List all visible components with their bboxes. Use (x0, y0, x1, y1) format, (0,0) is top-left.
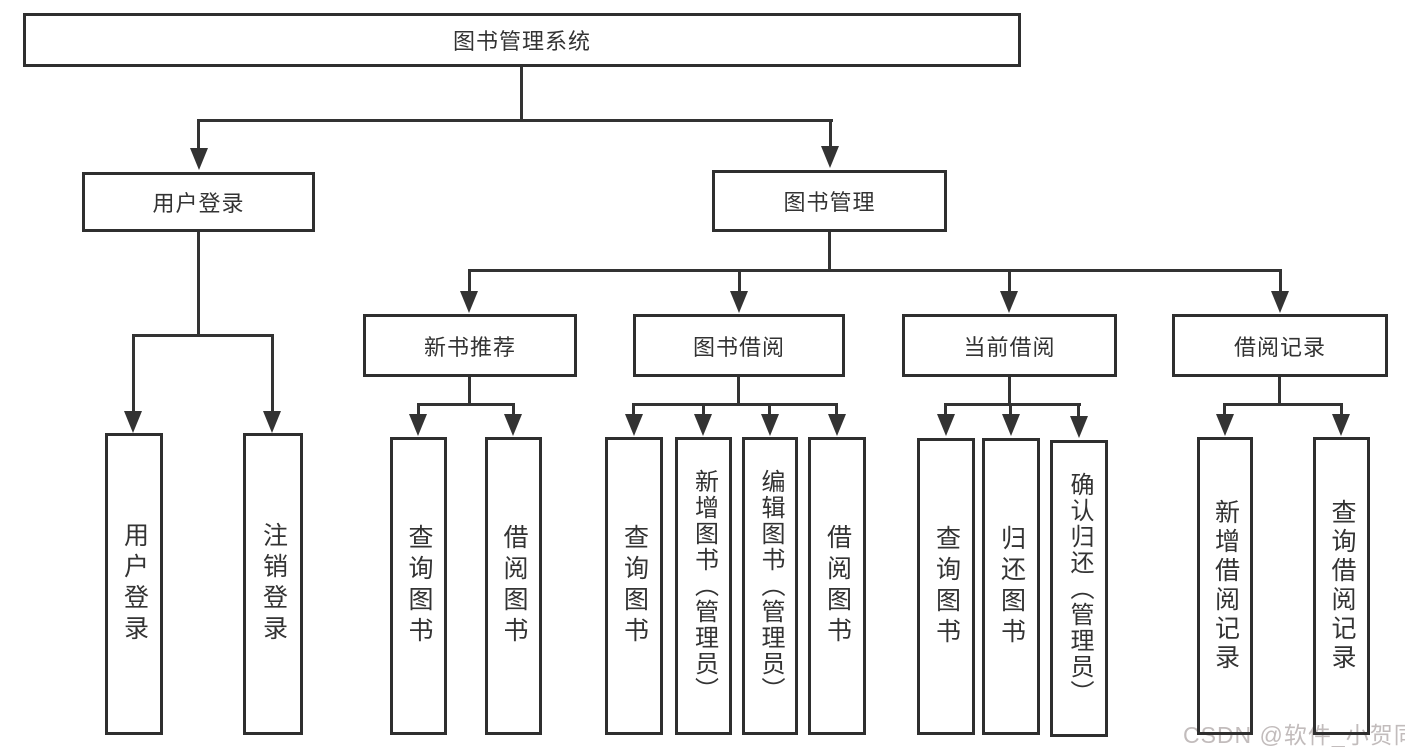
connector-borrow-records-branch (1223, 403, 1343, 406)
arrow-down-icon (730, 291, 748, 313)
leaf-query-books: 查询图书 (390, 437, 447, 735)
arrow-down-icon (821, 146, 839, 168)
arrow-down-icon (1216, 414, 1234, 436)
connector-drop-user-login (197, 119, 200, 151)
arrow-down-icon (1000, 291, 1018, 313)
leaf-query-borrow-record: 查询借阅记录 (1313, 437, 1370, 735)
leaf-add-books-admin: 新增图书（管理员） (675, 437, 732, 735)
connector-user-login-stem (197, 232, 200, 336)
leaf-query-books: 查询图书 (917, 438, 975, 735)
connector-drop-new-book (468, 269, 471, 293)
arrow-down-icon (937, 414, 955, 436)
connector-borrow-records-stem (1278, 377, 1281, 406)
arrow-down-icon (124, 411, 142, 433)
arrow-down-icon (1070, 416, 1088, 438)
connector-drop-book-borrow (738, 269, 741, 293)
connector-current-borrow-stem (1008, 377, 1011, 406)
connector-drop (417, 403, 420, 416)
connector-drop-current-borrow (1008, 269, 1011, 293)
connector-drop (835, 403, 838, 416)
leaf-borrow-books: 借阅图书 (485, 437, 542, 735)
connector-book-borrow-stem (737, 377, 740, 406)
csdn-watermark: CSDN @软件_小贺同学 (1183, 722, 1405, 747)
connector-root-stem (520, 67, 523, 121)
connector-book-borrow-branch (632, 403, 838, 406)
connector-new-book-stem (468, 377, 471, 406)
arrow-down-icon (460, 291, 478, 313)
connector-drop (944, 403, 947, 416)
node-current-borrowing: 当前借阅 (902, 314, 1117, 377)
connector-drop (1223, 403, 1226, 416)
node-borrowing-records: 借阅记录 (1172, 314, 1388, 377)
connector-drop (768, 403, 771, 416)
connector-drop (1340, 403, 1343, 416)
arrow-down-icon (625, 414, 643, 436)
arrow-down-icon (504, 414, 522, 436)
leaf-query-books: 查询图书 (605, 437, 663, 735)
arrow-down-icon (409, 414, 427, 436)
node-book-borrowing: 图书借阅 (633, 314, 845, 377)
leaf-confirm-return-admin: 确认归还（管理员） (1050, 440, 1108, 737)
arrow-down-icon (761, 414, 779, 436)
connector-user-login-branch (132, 334, 274, 337)
arrow-down-icon (190, 148, 208, 170)
leaf-borrow-books: 借阅图书 (808, 437, 866, 735)
connector-drop-borrow-records (1279, 269, 1282, 293)
connector-drop (632, 403, 635, 416)
leaf-add-borrow-record: 新增借阅记录 (1197, 437, 1253, 735)
connector-book-mgmt-branch (468, 269, 1282, 272)
connector-root-branch (197, 119, 833, 122)
connector-drop (702, 403, 705, 416)
leaf-user-login: 用户登录 (105, 433, 163, 735)
arrow-down-icon (1271, 291, 1289, 313)
connector-current-borrow-branch (944, 403, 1081, 406)
connector-drop-leaf-logout (271, 334, 274, 414)
connector-drop (1077, 403, 1080, 417)
leaf-edit-books-admin: 编辑图书（管理员） (742, 437, 798, 735)
arrow-down-icon (694, 414, 712, 436)
connector-drop (512, 403, 515, 416)
node-user-login: 用户登录 (82, 172, 315, 232)
connector-book-mgmt-stem (828, 232, 831, 272)
arrow-down-icon (828, 414, 846, 436)
node-book-management: 图书管理 (712, 170, 947, 232)
connector-drop-book-mgmt (829, 119, 832, 149)
node-new-book-recommend: 新书推荐 (363, 314, 577, 377)
leaf-logout: 注销登录 (243, 433, 303, 735)
arrow-down-icon (263, 411, 281, 433)
connector-drop-leaf-login (132, 334, 135, 414)
connector-drop (1009, 403, 1012, 416)
arrow-down-icon (1002, 414, 1020, 436)
node-root-library-system: 图书管理系统 (23, 13, 1021, 67)
arrow-down-icon (1332, 414, 1350, 436)
leaf-return-books: 归还图书 (982, 438, 1040, 735)
connector-new-book-branch (417, 403, 515, 406)
